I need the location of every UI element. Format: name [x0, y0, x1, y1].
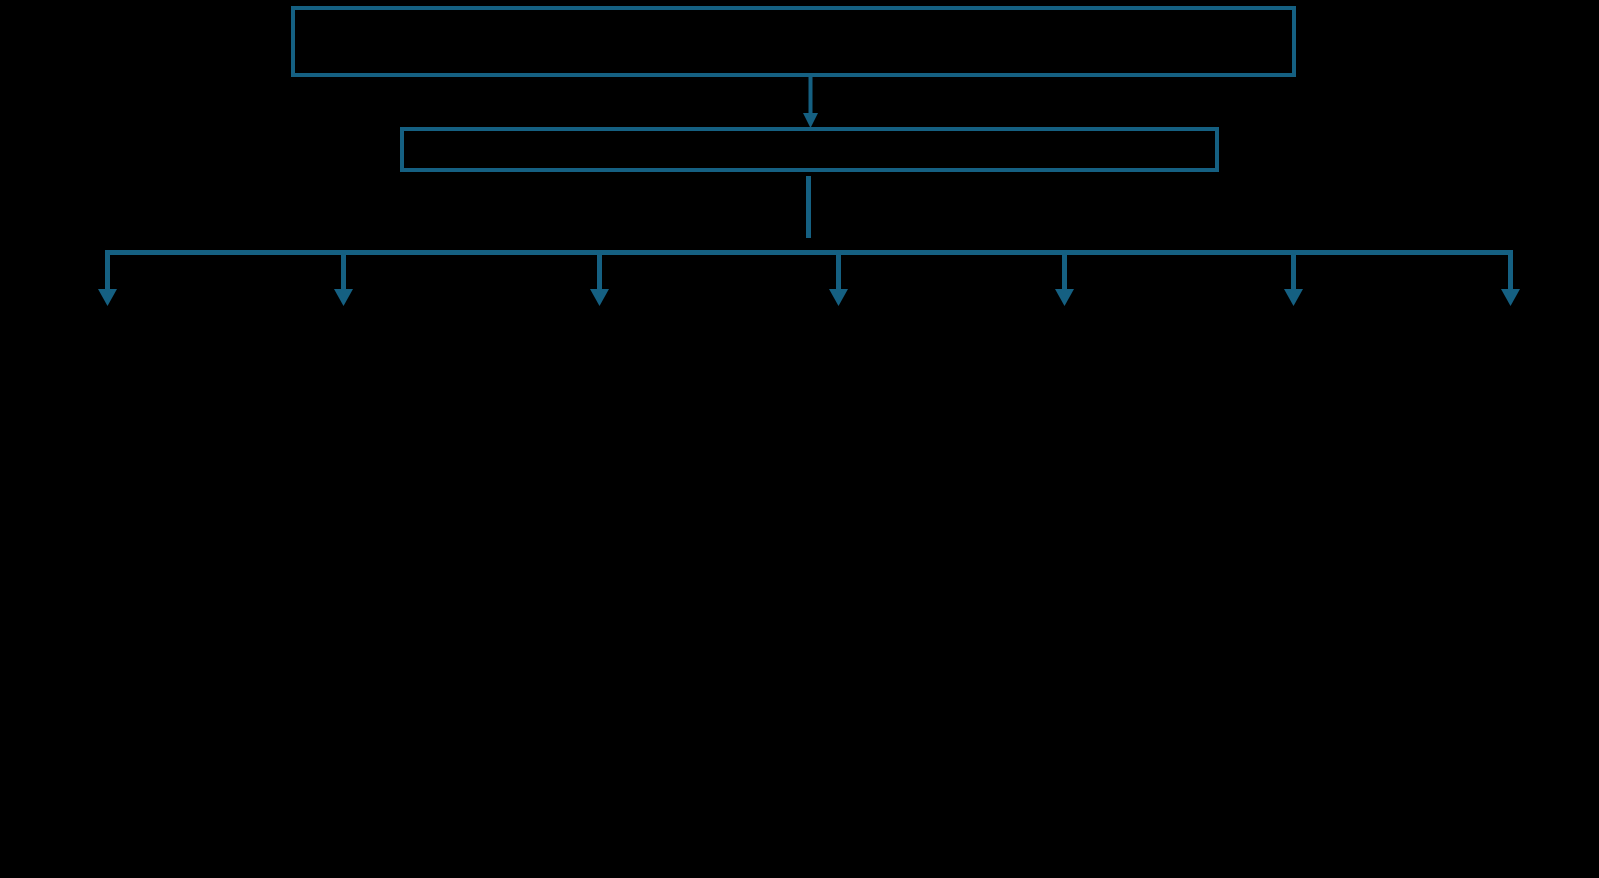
- connector-top-to-middle: [803, 77, 818, 128]
- middle-node-box: [400, 127, 1219, 172]
- branch-arrow-7: [1501, 250, 1520, 306]
- arrow-down-icon: [334, 289, 353, 306]
- arrow-down-icon: [829, 289, 848, 306]
- arrow-down-icon: [1501, 289, 1520, 306]
- top-node-box: [291, 6, 1296, 77]
- branch-arrow-2: [334, 252, 353, 306]
- branch-arrow-3: [590, 252, 609, 306]
- branch-arrow-1: [98, 250, 117, 306]
- branch-arrow-6: [1284, 252, 1303, 306]
- branch-arrow-4: [829, 252, 848, 306]
- arrow-down-icon: [98, 289, 117, 306]
- arrow-down-icon: [803, 113, 818, 128]
- branch-arrow-5: [1055, 252, 1074, 306]
- arrow-down-icon: [1284, 289, 1303, 306]
- arrow-down-icon: [1055, 289, 1074, 306]
- arrow-down-icon: [590, 289, 609, 306]
